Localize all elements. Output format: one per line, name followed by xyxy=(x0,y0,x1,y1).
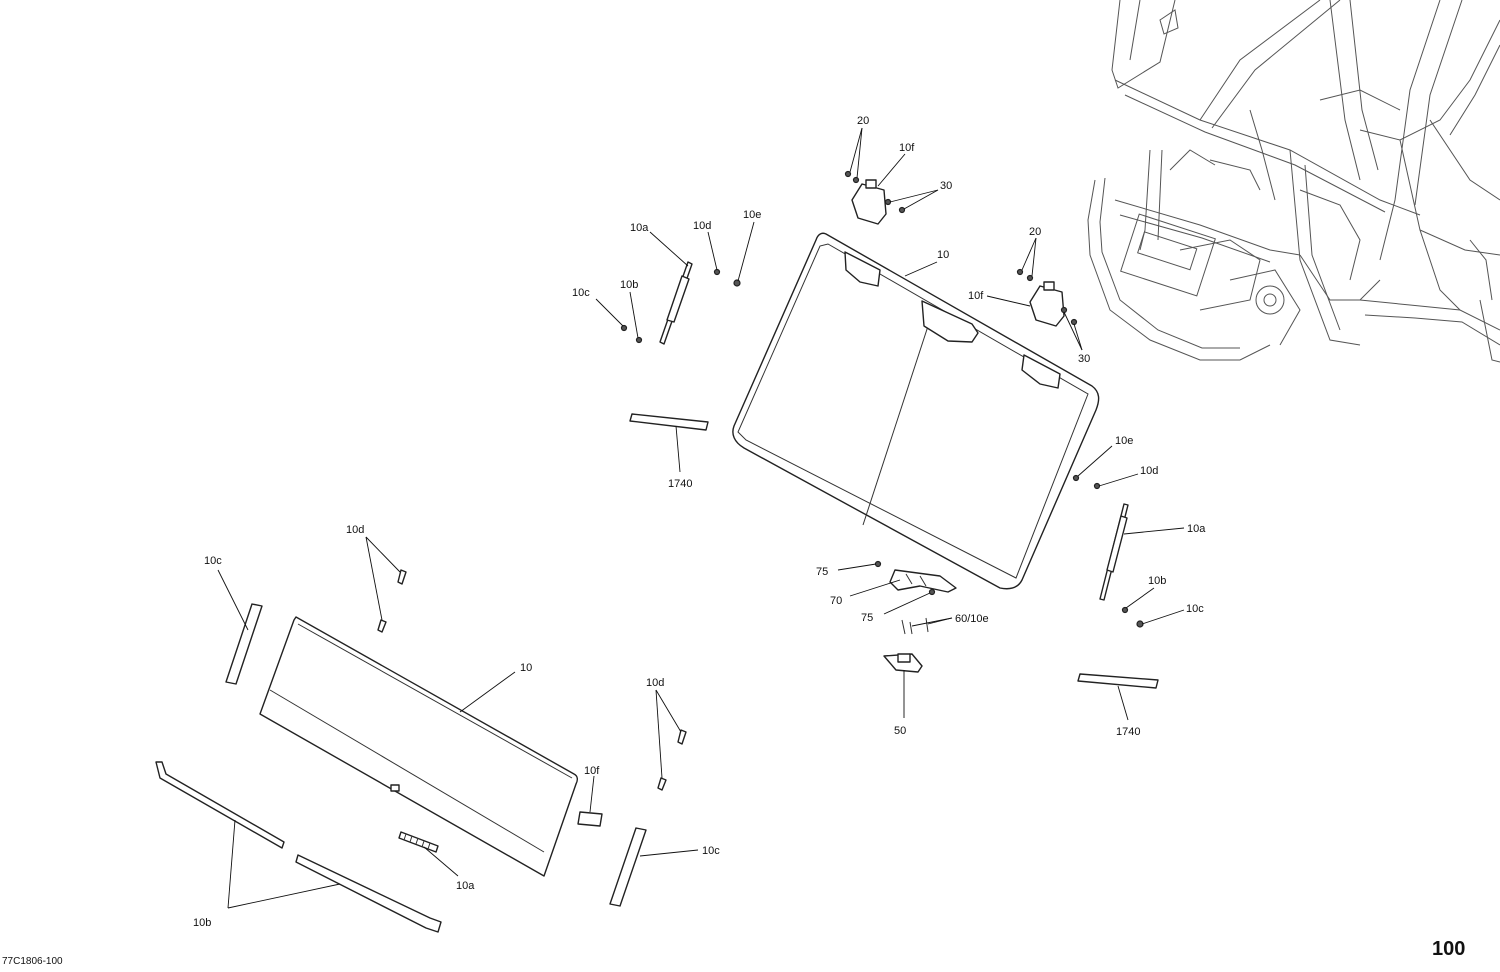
callout-1740-left: 1740 xyxy=(668,478,692,490)
callout-labels: 20 10f 30 10a 10d 10e 10 10c 10b 20 10f … xyxy=(193,115,1206,929)
leader-lines xyxy=(217,127,1185,909)
page-number: 100 xyxy=(1432,938,1466,960)
callout-10d-lower-b: 10d xyxy=(646,677,664,689)
callout-10c-right: 10c xyxy=(1186,603,1204,615)
callout-75-lower: 75 xyxy=(861,612,873,624)
vehicle-frame-illustration xyxy=(1087,0,1500,363)
callout-10b-right: 10b xyxy=(1148,575,1166,587)
callout-10f-lower: 10f xyxy=(584,765,600,777)
trim-strip-1740-right xyxy=(1077,673,1159,689)
bumper-10f-lower xyxy=(577,811,603,827)
decal-10a-lower xyxy=(398,831,439,853)
callout-10-lower: 10 xyxy=(520,662,532,674)
callout-20-right: 20 xyxy=(1029,226,1041,238)
callout-20-top: 20 xyxy=(857,115,869,127)
callout-60-10e: 60/10e xyxy=(955,613,989,625)
side-seal-10c-lower-left xyxy=(225,603,263,685)
callout-10a-right: 10a xyxy=(1187,523,1206,535)
windshield-glass-part-10 xyxy=(732,232,1100,590)
callout-1740-right: 1740 xyxy=(1116,726,1140,738)
gas-strut-10a-left xyxy=(620,261,741,345)
latch-assembly-70 xyxy=(874,560,957,635)
callout-10d-lower-a: 10d xyxy=(346,524,364,536)
trim-strip-1740-left xyxy=(629,413,709,431)
callout-10f-top: 10f xyxy=(899,142,915,154)
drawing-code: 77C1806-100 xyxy=(2,956,63,967)
side-seal-10c-lower-right xyxy=(609,827,647,907)
callout-10b-left: 10b xyxy=(620,279,638,291)
gas-strut-10a-right xyxy=(1072,474,1144,628)
callout-70: 70 xyxy=(830,595,842,607)
callout-30-right: 30 xyxy=(1078,353,1090,365)
bottom-seals-10b xyxy=(155,761,442,933)
callout-10e-left: 10e xyxy=(743,209,761,221)
lower-glass-panel-10 xyxy=(259,616,579,877)
callout-10c-lower-a: 10c xyxy=(204,555,222,567)
callout-10d-left: 10d xyxy=(693,220,711,232)
upper-hinge-10f-left xyxy=(844,170,906,225)
callout-10a-left: 10a xyxy=(630,222,649,234)
callout-10c-lower-b: 10c xyxy=(702,845,720,857)
callout-75-upper: 75 xyxy=(816,566,828,578)
callout-10-windshield: 10 xyxy=(937,249,949,261)
upper-hinge-10f-right xyxy=(1016,268,1078,327)
callout-10d-right: 10d xyxy=(1140,465,1158,477)
callout-10c-left: 10c xyxy=(572,287,590,299)
latch-striker-50 xyxy=(883,653,923,673)
callout-10b-lower: 10b xyxy=(193,917,211,929)
callout-30-top: 30 xyxy=(940,180,952,192)
callout-10a-lower: 10a xyxy=(456,880,475,892)
callout-10f-right: 10f xyxy=(968,290,984,302)
clips-10d-lower xyxy=(377,569,687,791)
callout-50: 50 xyxy=(894,725,906,737)
callout-10e-right: 10e xyxy=(1115,435,1133,447)
